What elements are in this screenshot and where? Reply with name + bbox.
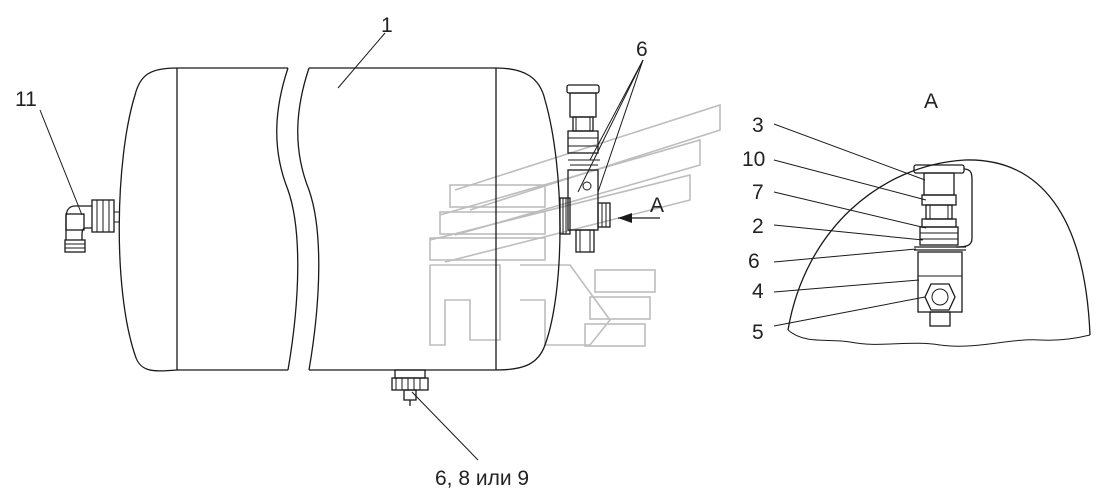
callout-detail-4: 4 bbox=[752, 280, 764, 303]
callout-detail-2: 2 bbox=[752, 215, 764, 238]
detail-view-title: А bbox=[924, 90, 938, 113]
drain-valve bbox=[391, 369, 429, 406]
callout-elbow: 11 bbox=[15, 88, 37, 111]
watermark-logo bbox=[429, 103, 721, 347]
callout-detail-5: 5 bbox=[752, 321, 764, 344]
callout-detail-10: 10 bbox=[742, 148, 765, 171]
side-valve-assembly bbox=[559, 84, 611, 253]
callout-valve-top: 6 bbox=[636, 38, 648, 61]
view-arrow-label: А bbox=[650, 194, 664, 217]
air-tank bbox=[118, 67, 561, 372]
callout-detail-6: 6 bbox=[748, 250, 760, 273]
detail-leader-lines bbox=[773, 123, 927, 327]
detail-view-a: А bbox=[787, 90, 1091, 347]
elbow-fitting bbox=[64, 199, 120, 253]
view-arrow: А bbox=[618, 194, 664, 223]
callout-detail-3: 3 bbox=[752, 114, 764, 137]
callout-drain: 6, 8 или 9 bbox=[435, 467, 529, 490]
callout-tank: 1 bbox=[381, 14, 393, 37]
callout-detail-7: 7 bbox=[752, 181, 764, 204]
leader-lines bbox=[39, 32, 644, 461]
